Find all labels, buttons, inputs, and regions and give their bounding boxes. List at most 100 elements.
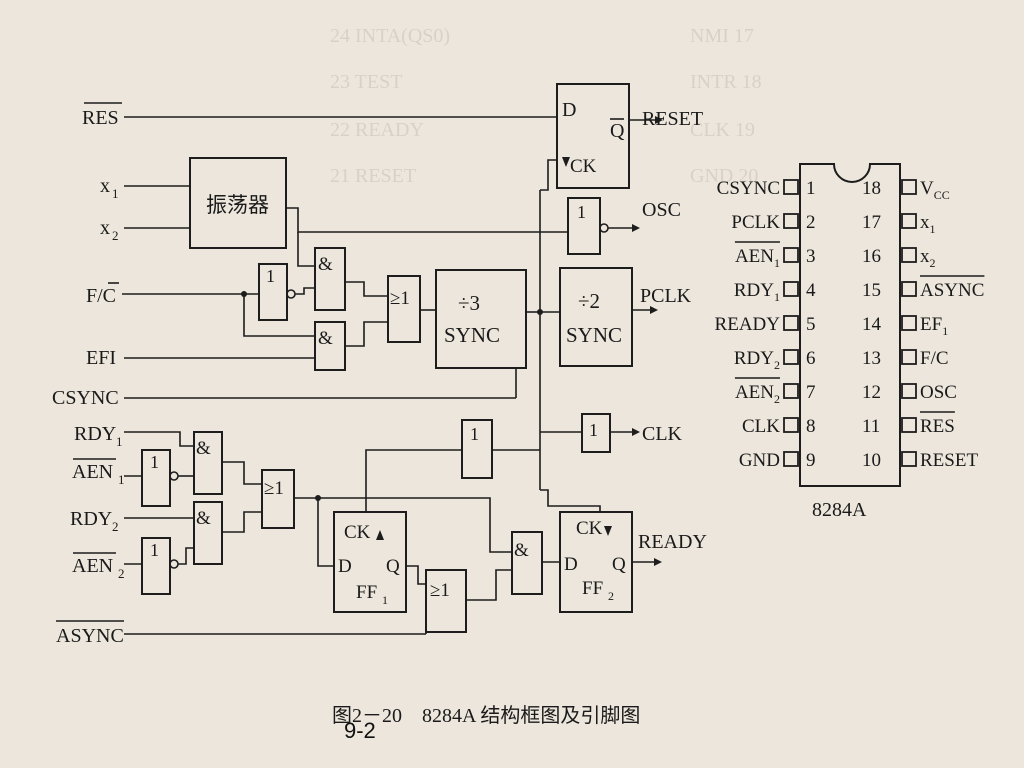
osc-inverter-bubble [599,223,609,233]
output-reset: RESET [642,108,703,130]
wire-ff1q-to-or [406,565,426,585]
ff1-clock-buffer-label: 1 [470,424,479,444]
chip-name: 8284A [812,499,867,521]
and-gate-osc [314,247,346,311]
chip-pin-subscript: 2 [774,392,780,406]
chip-pin-box [783,179,799,195]
chip-pin-label: RES [920,416,955,437]
ff1-ck: CK [344,522,371,543]
chip-pin-box [783,349,799,365]
and-gate-ready-label: & [514,540,529,561]
aen2-inverter-label: 1 [150,540,159,560]
label-x1: x [100,175,110,197]
label-fc: F/C [86,285,116,307]
chip-pin-box [783,417,799,433]
ff1-q: Q [386,556,400,577]
label-async: ASYNC [56,625,124,647]
block-diagram: RES x 1 x 2 F/C EFI CSYNC RDY 1 AEN 1 RD… [52,83,707,647]
chip-pin-label: CLK [742,416,780,437]
label-rdy2-sub: 2 [112,519,119,534]
pclk-arrow-icon [650,306,658,314]
wire-or-async-to-and [466,569,512,601]
chip-pin-number: 14 [862,314,882,335]
chip-pin-number: 18 [862,178,881,199]
chip-pin-label: RDY2 [734,348,780,372]
clk-buffer-label: 1 [589,420,598,440]
pinout-diagram: 1CSYNC2PCLK3AEN14RDY15READY6RDY27AEN28CL… [715,163,985,521]
chip-pin-label: RDY1 [734,280,780,304]
page-number: 9-2 [344,718,376,743]
and-gate-rdy1 [193,431,223,495]
ff1-label: FF [356,582,377,603]
chip-pin-label: VCC [920,178,950,202]
chip-pin-number: 16 [862,246,881,267]
chip-pin-box [783,281,799,297]
ff1-label-sub: 1 [382,593,388,607]
chip-pin-box [901,281,917,297]
reset-ff-clock-arrow [562,157,570,167]
chip-pin-label: READY [715,314,781,335]
bleed-through-mark: INTR 18 [690,71,762,93]
chip-pin-label: EF1 [920,314,948,338]
wire-and-rdy1-to-or [222,461,262,485]
oscillator-block [189,157,287,249]
or-gate-clock-label: ≥1 [390,288,410,309]
chip-pin-label: ASYNC [920,280,984,301]
chip-pin-box [901,247,917,263]
ff1-d: D [338,556,352,577]
chip-pin-subscript: 1 [930,222,936,236]
and-gate-ready [511,531,543,595]
ff2-label-sub: 2 [608,589,614,603]
wire-fc-to-and2 [243,294,315,337]
ready-arrow-icon [654,558,662,566]
chip-pin-number: 11 [862,416,880,437]
chip-pin-subscript: 1 [774,256,780,270]
ff2-ck: CK [576,518,603,539]
chip-pin-label: x1 [920,212,936,236]
chip-pin-box [901,213,917,229]
chip-pin-box [901,383,917,399]
output-pclk: PCLK [640,285,692,307]
bleed-through-mark: 24 INTA(QS0) [330,25,450,47]
chip-pin-number: 8 [806,416,816,437]
fc-inverter-bubble [286,289,296,299]
chip-pin-box [901,451,917,467]
and-gate-osc-label: & [318,254,333,275]
label-rdy1-sub: 1 [116,434,123,449]
label-efi: EFI [86,347,116,369]
div3-sync-block [435,269,527,369]
chip-pin-box [901,417,917,433]
chip-pin-number: 7 [806,382,816,403]
chip-pin-subscript: 1 [774,290,780,304]
wire-ff1buf-to-ff1ck [365,449,462,512]
chip-pin-subscript: 2 [774,358,780,372]
wire-or-to-and-ready [318,497,512,553]
output-ready: READY [638,531,707,553]
label-x2: x [100,217,110,239]
div3-sync-label: SYNC [444,323,500,347]
wire-osc-to-and [297,232,315,267]
chip-pin-box [783,451,799,467]
chip-pin-number: 3 [806,246,816,267]
wire-and1-to-or [345,281,388,297]
wire-fc-inv-to-and [295,287,315,295]
chip-pin-number: 2 [806,212,816,233]
fc-inverter-label: 1 [266,266,275,286]
chip-pin-box [783,213,799,229]
wire-bus-to-ff2ck [540,489,601,512]
or-gate-async [425,569,467,633]
osc-buffer-label: 1 [577,202,586,222]
chip-pin-label: AEN2 [735,382,780,406]
ff2-q: Q [612,554,626,575]
div3-label: ÷3 [458,291,480,315]
chip-pin-number: 12 [862,382,881,403]
bleed-through-mark: GND 20 [690,165,758,187]
wire-aen2-inv-to-and [178,547,194,565]
chip-pin-label: OSC [920,382,957,403]
chip-pin-number: 13 [862,348,881,369]
label-aen1: AEN [72,461,113,483]
and-gate-rdy2-label: & [196,508,211,529]
chip-pin-label: x2 [920,246,936,270]
